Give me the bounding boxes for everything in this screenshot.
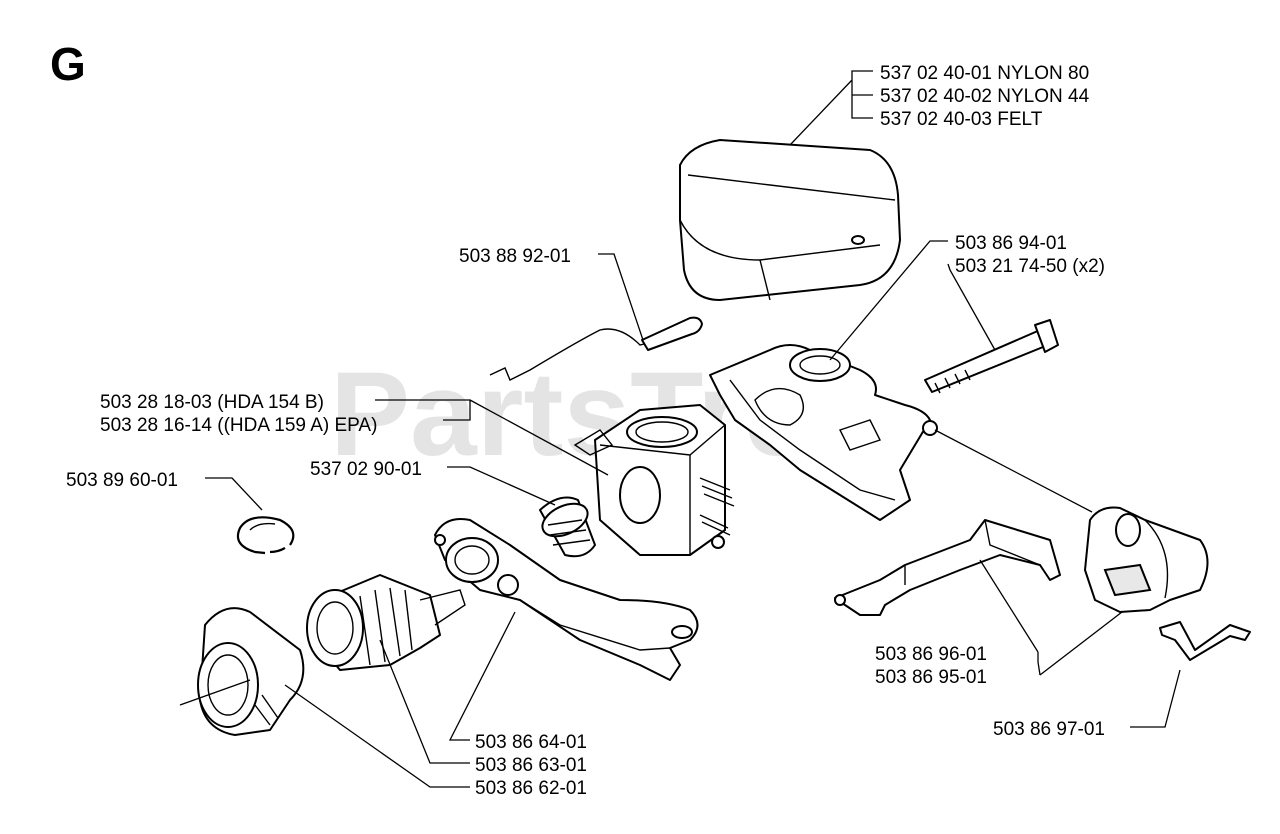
label-manifold-62: 503 86 62-01 (475, 778, 587, 799)
label-carb-hda159a: 503 28 16-14 ((HDA 159 A) EPA) (100, 415, 377, 436)
label-manifold-64: 503 86 64-01 (475, 732, 587, 753)
flange-adapter (179, 607, 305, 736)
label-filter-felt: 537 02 40-03 FELT (880, 109, 1043, 130)
label-choke-rod: 503 88 92-01 (459, 246, 571, 267)
label-manifold-63: 503 86 63-01 (475, 755, 587, 776)
label-circlip: 503 89 60-01 (66, 470, 178, 491)
label-filter-nylon44: 537 02 40-02 NYLON 44 (880, 86, 1090, 107)
label-bracket: 503 86 94-01 (955, 233, 1067, 254)
intake-bracket (709, 344, 938, 521)
intake-boot (306, 574, 466, 671)
label-screw: 503 21 74-50 (x2) (955, 256, 1105, 277)
label-lever-95: 503 86 95-01 (875, 667, 987, 688)
label-sleeve: 537 02 90-01 (310, 459, 422, 480)
sleeve (539, 496, 596, 558)
label-carb-hda154b: 503 28 18-03 (HDA 154 B) (100, 392, 324, 413)
throttle-lever (834, 519, 1061, 616)
circlip (236, 516, 295, 555)
choke-rod (489, 316, 703, 381)
label-lever-96: 503 86 96-01 (875, 644, 987, 665)
spring (1159, 621, 1251, 661)
screw (924, 319, 1059, 394)
label-filter-nylon80: 537 02 40-01 NYLON 80 (880, 63, 1089, 84)
air-filter (679, 139, 901, 301)
carburetor (573, 404, 735, 556)
side-cover (1084, 506, 1209, 613)
manifold-plate (434, 518, 699, 681)
leader-lines (205, 70, 1181, 788)
section-letter: G (50, 38, 86, 90)
label-spring: 503 86 97-01 (993, 719, 1105, 740)
